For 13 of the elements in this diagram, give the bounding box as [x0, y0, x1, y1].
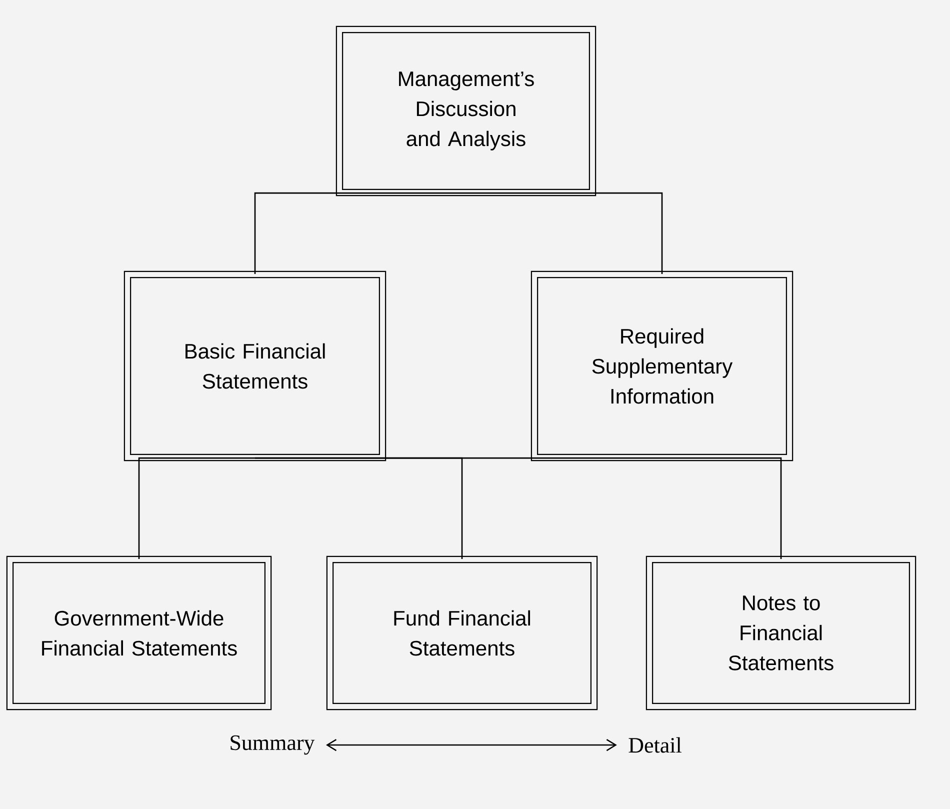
statement-box: Notes to Financial Statements [646, 556, 916, 710]
scale-label: Summary [230, 735, 315, 755]
connector-line [254, 192, 466, 274]
double-arrow [326, 738, 617, 752]
statement-box: Fund Financial Statements [326, 556, 598, 710]
statement-box: Government-Wide Financial Statements [6, 556, 272, 710]
statement-box: Management’s Discussion and Analysis [336, 26, 596, 196]
statement-box: Required Supplementary Information [530, 270, 794, 462]
connector-line [138, 457, 255, 559]
scale-label: Detail [628, 737, 682, 753]
connector-line [255, 457, 782, 559]
statement-box: Basic Financial Statements [124, 270, 386, 462]
connector-line [466, 192, 663, 274]
